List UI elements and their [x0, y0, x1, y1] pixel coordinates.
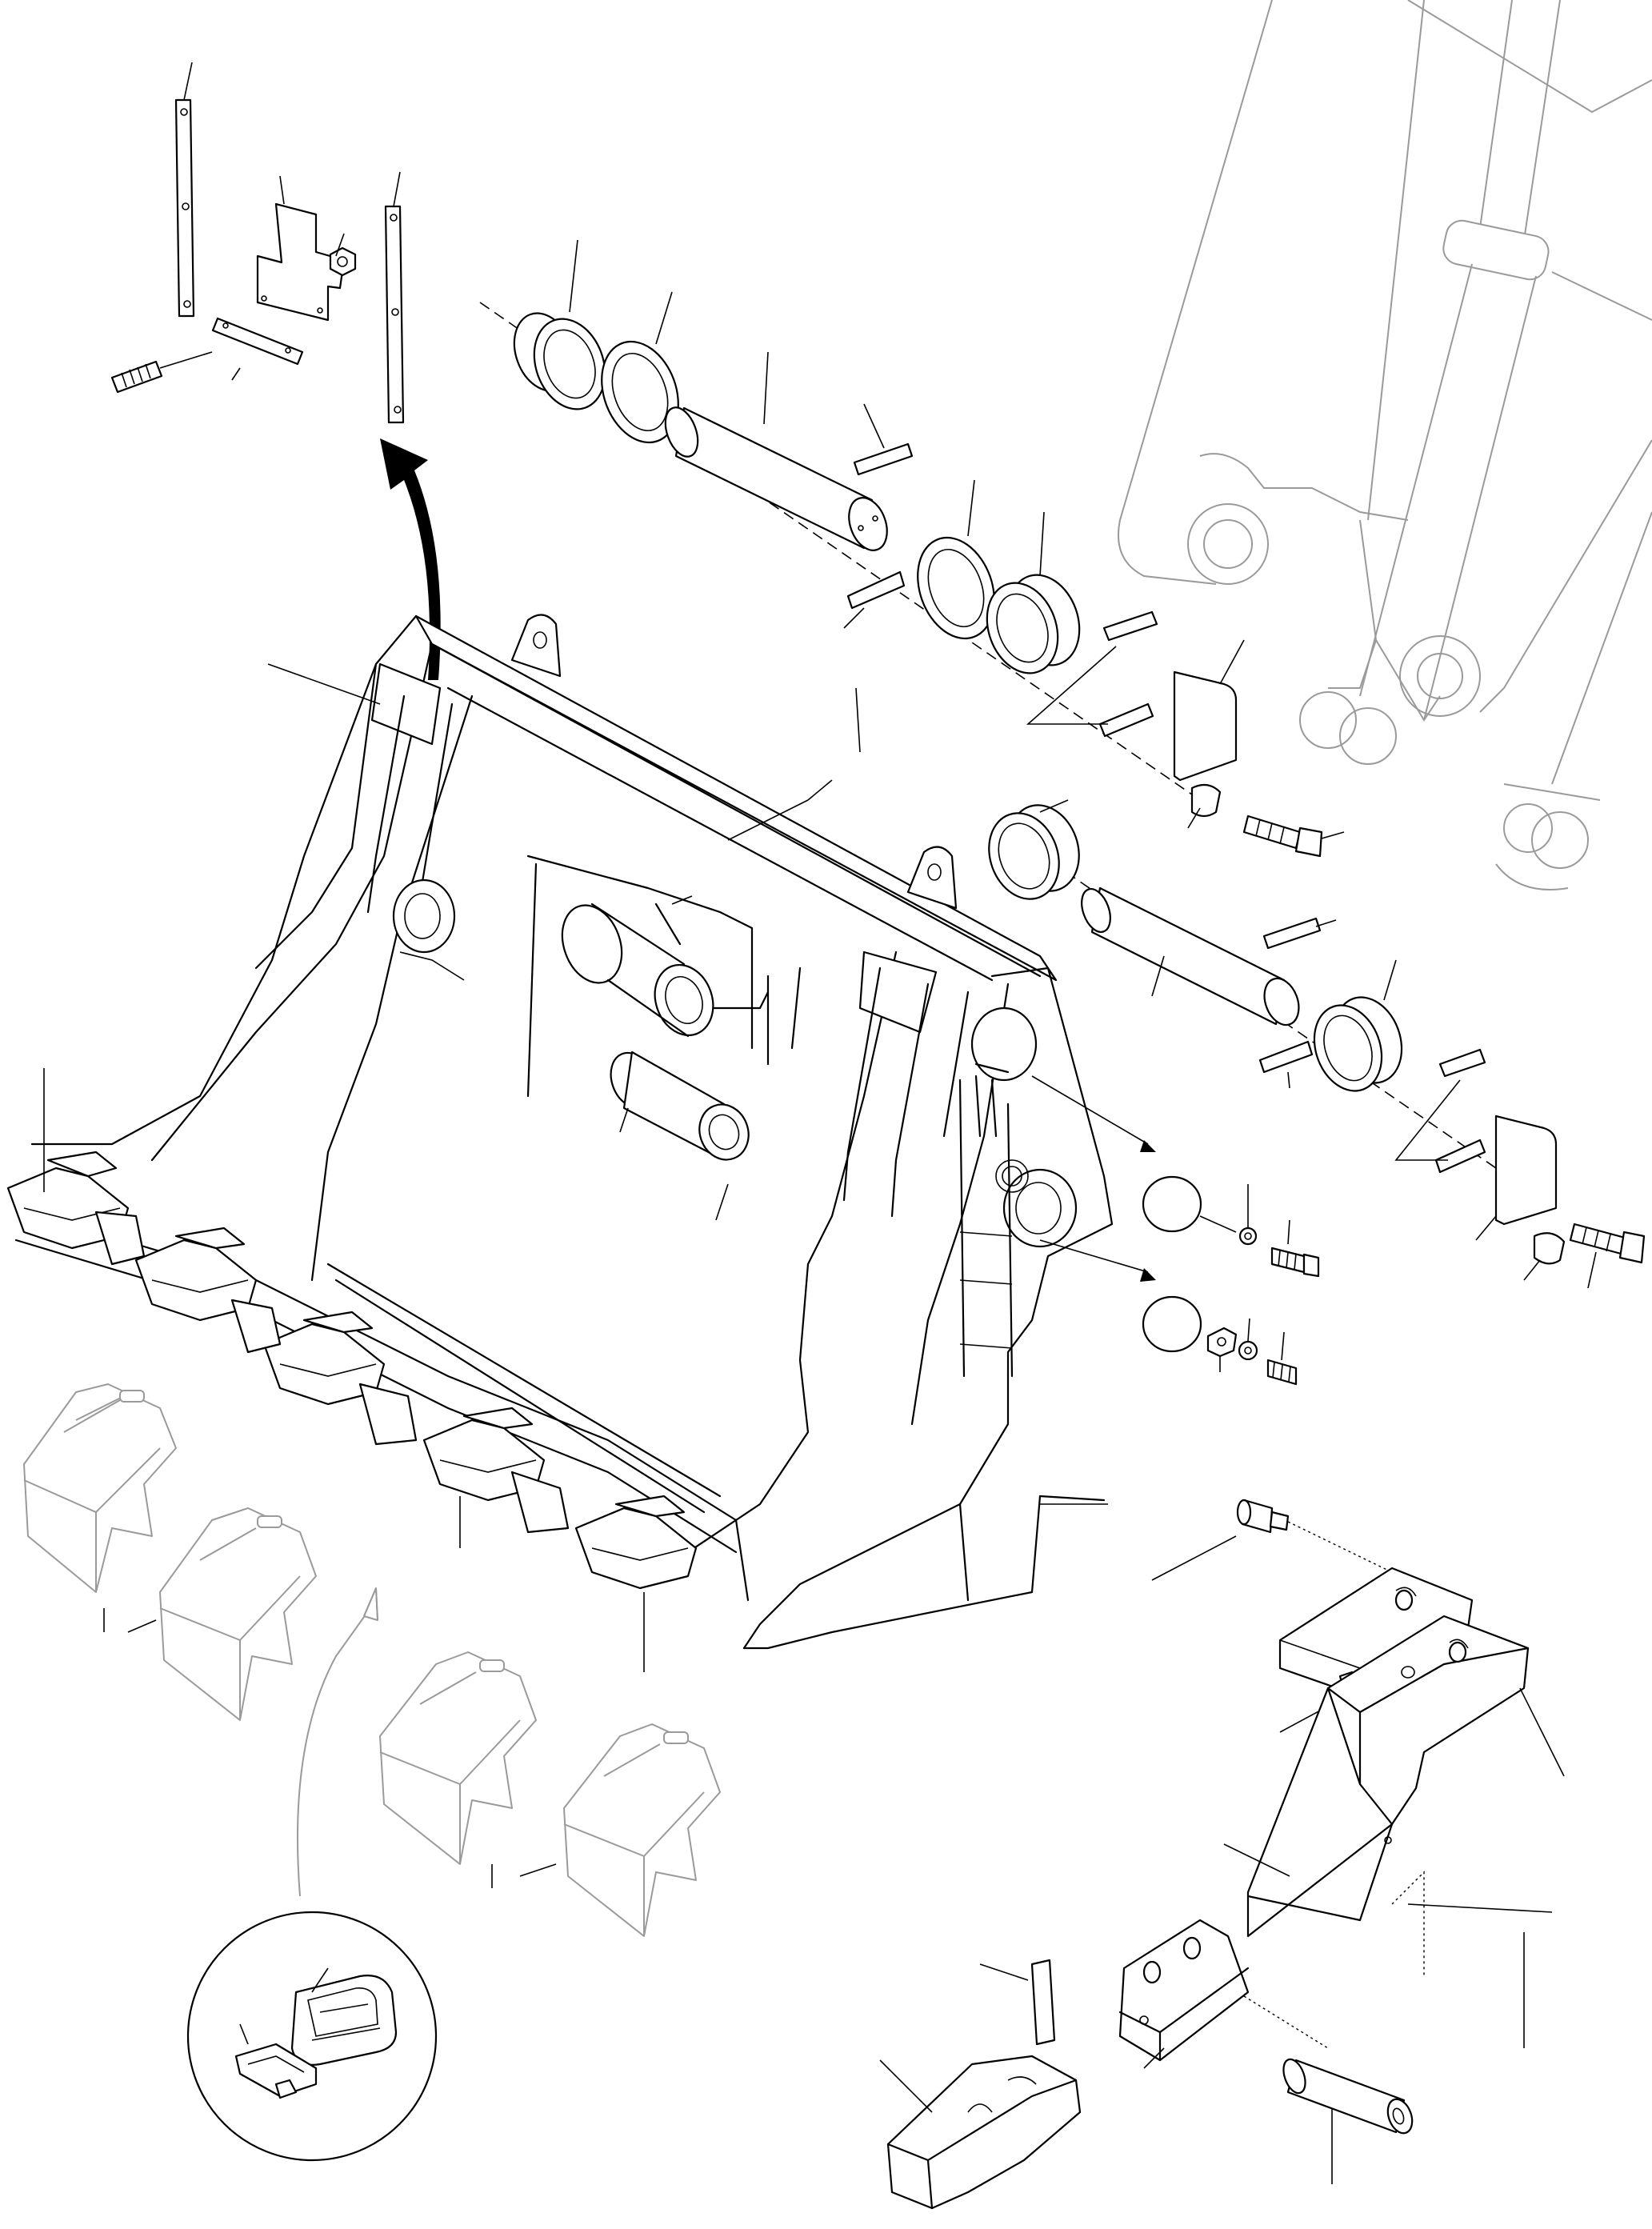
- retainer-detail-circle: [186, 1911, 438, 2162]
- loader-boom-arms: [1118, 0, 1652, 890]
- tooth-adapter-detail: [879, 1499, 1565, 2210]
- lower-pin-assembly: [988, 799, 1646, 1289]
- bucket-cutting-edge-teeth: [6, 1068, 750, 1672]
- loader-bucket: [30, 614, 1114, 1650]
- curved-arrow-icon: [380, 438, 441, 680]
- side-pin-retainers: [1031, 1075, 1320, 1386]
- curved-arrow-icon: [297, 1587, 378, 1897]
- bucket-leader-lines: [267, 663, 1108, 1505]
- upper-pin-assembly: [479, 239, 1345, 858]
- wear-plate-detail: [110, 62, 405, 424]
- replacement-teeth: [23, 1383, 721, 1937]
